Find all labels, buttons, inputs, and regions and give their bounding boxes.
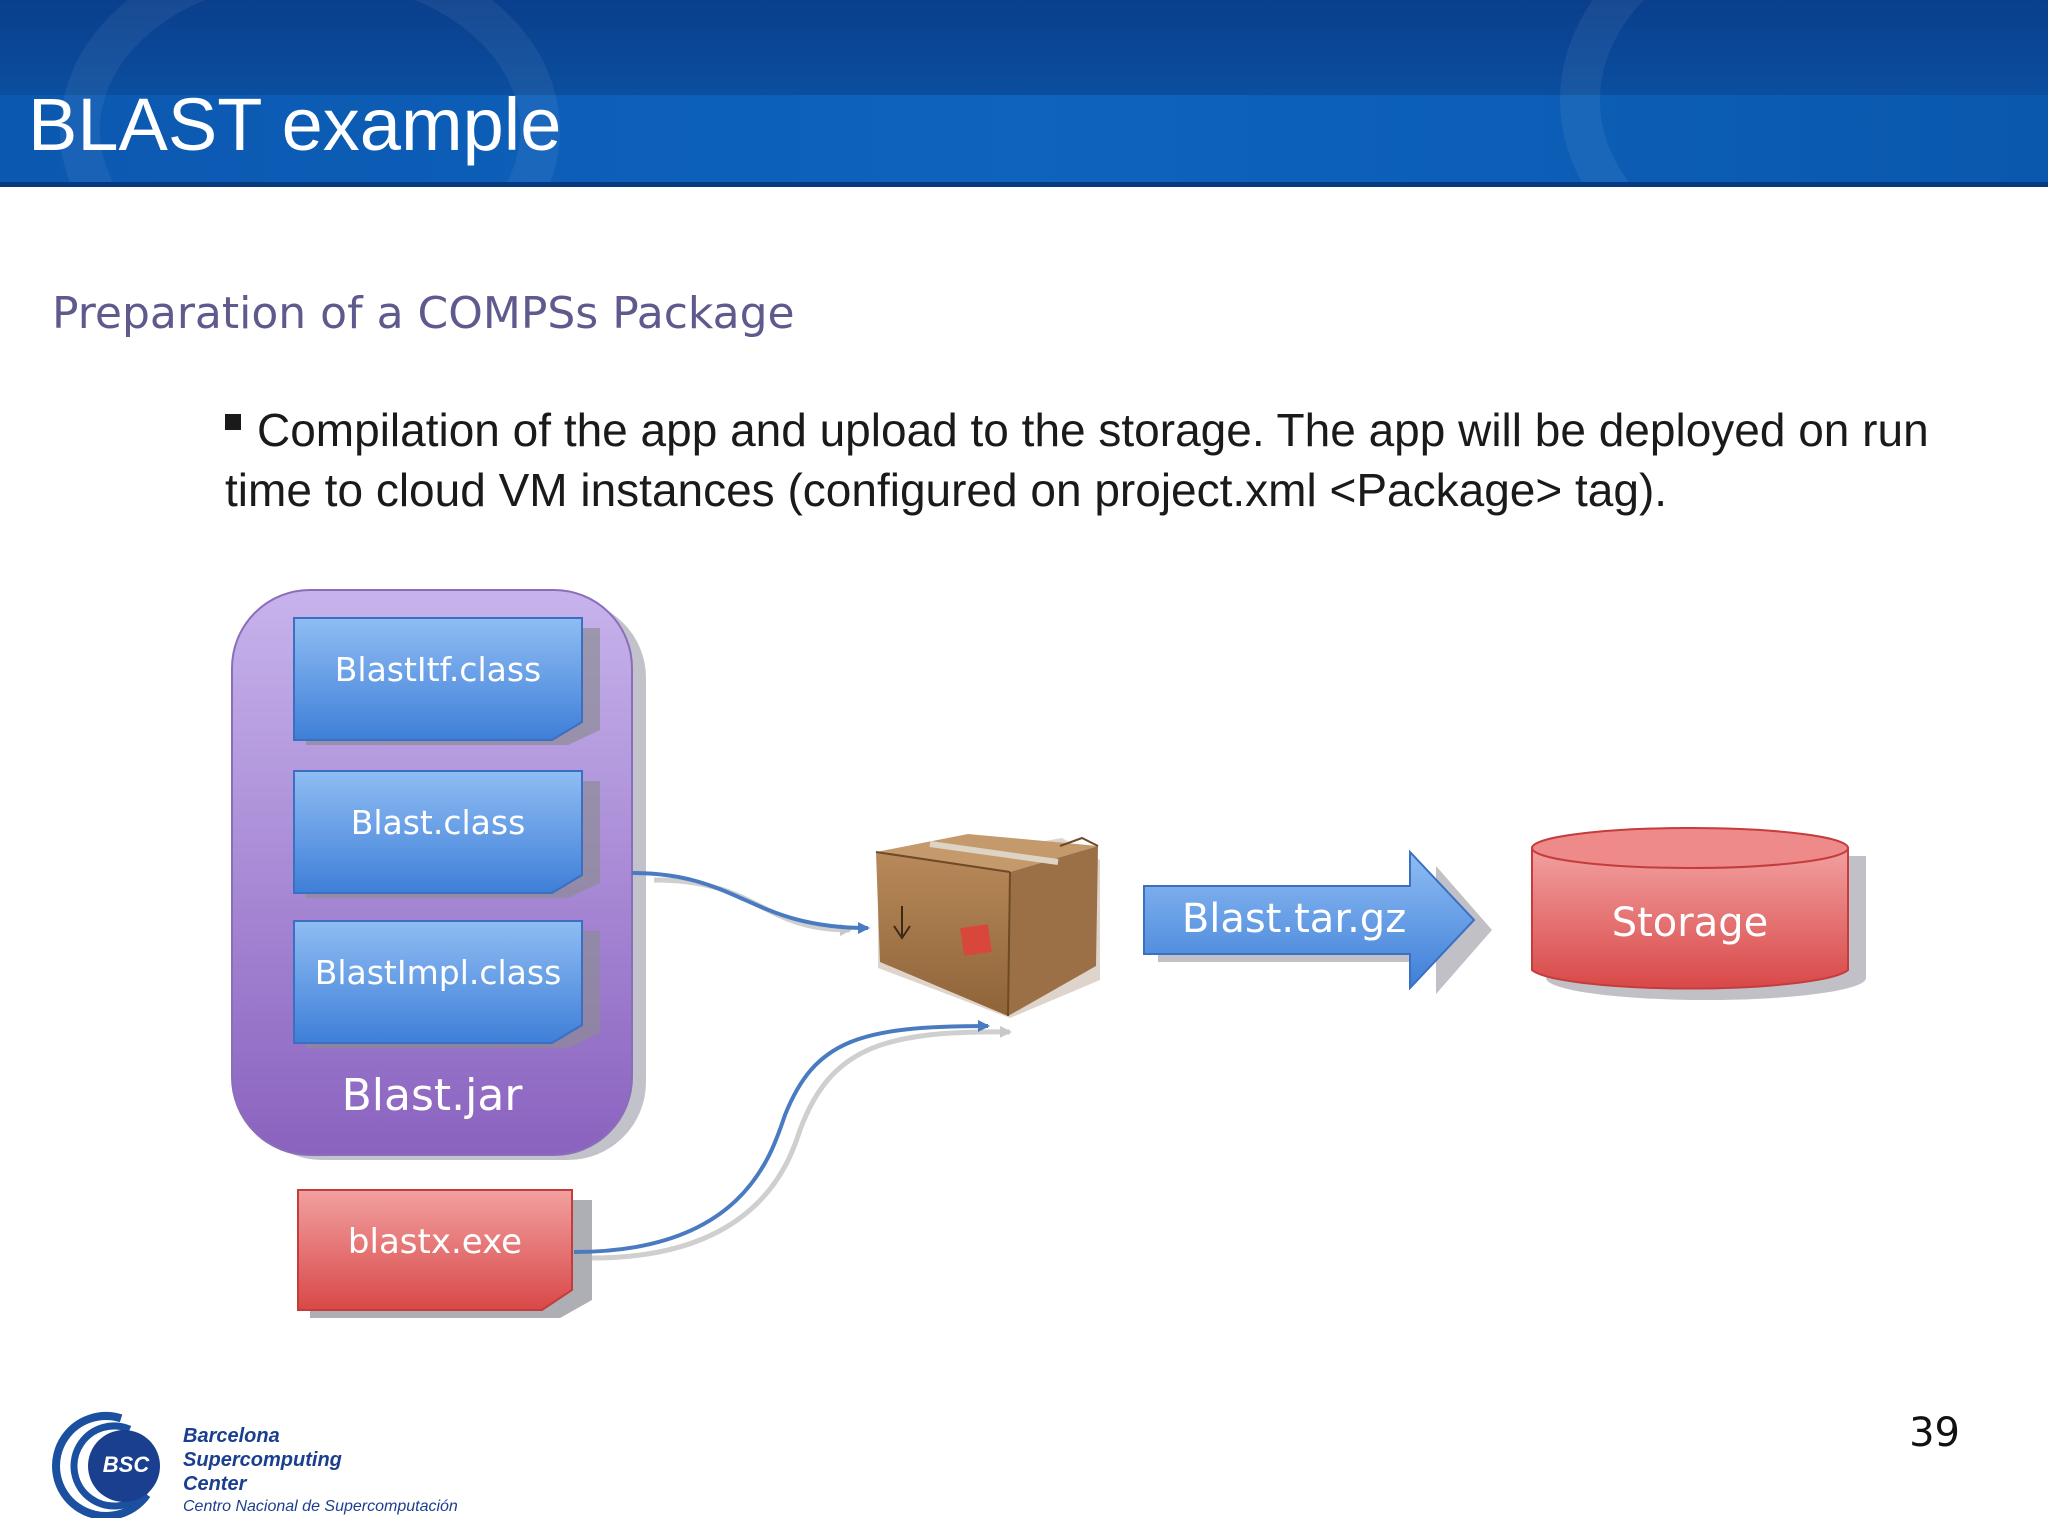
bsc-logo [52, 1412, 160, 1518]
logo-acronym: BSC [102, 1452, 150, 1477]
page-number: 39 [1909, 1410, 1960, 1456]
exe-box [297, 1189, 592, 1318]
class-box-blastimpl [293, 920, 600, 1048]
slide-subtitle: Preparation of a COMPSs Package [52, 288, 795, 339]
exe-label: blastx.exe [347, 1222, 523, 1262]
class-box-blast [293, 770, 600, 898]
class-label: BlastImpl.class [314, 953, 562, 992]
bullet-marker-icon [225, 414, 241, 430]
logo-line-3: Center [183, 1473, 247, 1495]
storage-label: Storage [1611, 900, 1769, 946]
archive-arrow [1143, 849, 1492, 994]
logo-text: Barcelona Supercomputing Center Centro N… [183, 1424, 458, 1518]
jar-label: Blast.jar [341, 1070, 523, 1121]
header-divider [0, 182, 2048, 187]
storage-cylinder-icon [1531, 827, 1866, 1000]
bullet-text: Compilation of the app and upload to the… [225, 404, 1929, 516]
connector-jar-to-package [631, 871, 870, 936]
class-label: BlastItf.class [334, 650, 542, 689]
archive-label: Blast.tar.gz [1181, 896, 1407, 942]
class-label: Blast.class [350, 803, 526, 842]
connector-exe-to-package [573, 1020, 1012, 1261]
package-box-icon [875, 834, 1100, 1018]
logo-line-2: Supercomputing [183, 1449, 342, 1471]
slide-header [0, 0, 2048, 187]
bullet-point: Compilation of the app and upload to the… [225, 400, 1955, 520]
slide-title: BLAST example [28, 83, 562, 166]
logo-line-1: Barcelona [183, 1425, 280, 1447]
class-box-blastitf [293, 617, 600, 745]
logo-line-4: Centro Nacional de Supercomputación [183, 1498, 458, 1515]
